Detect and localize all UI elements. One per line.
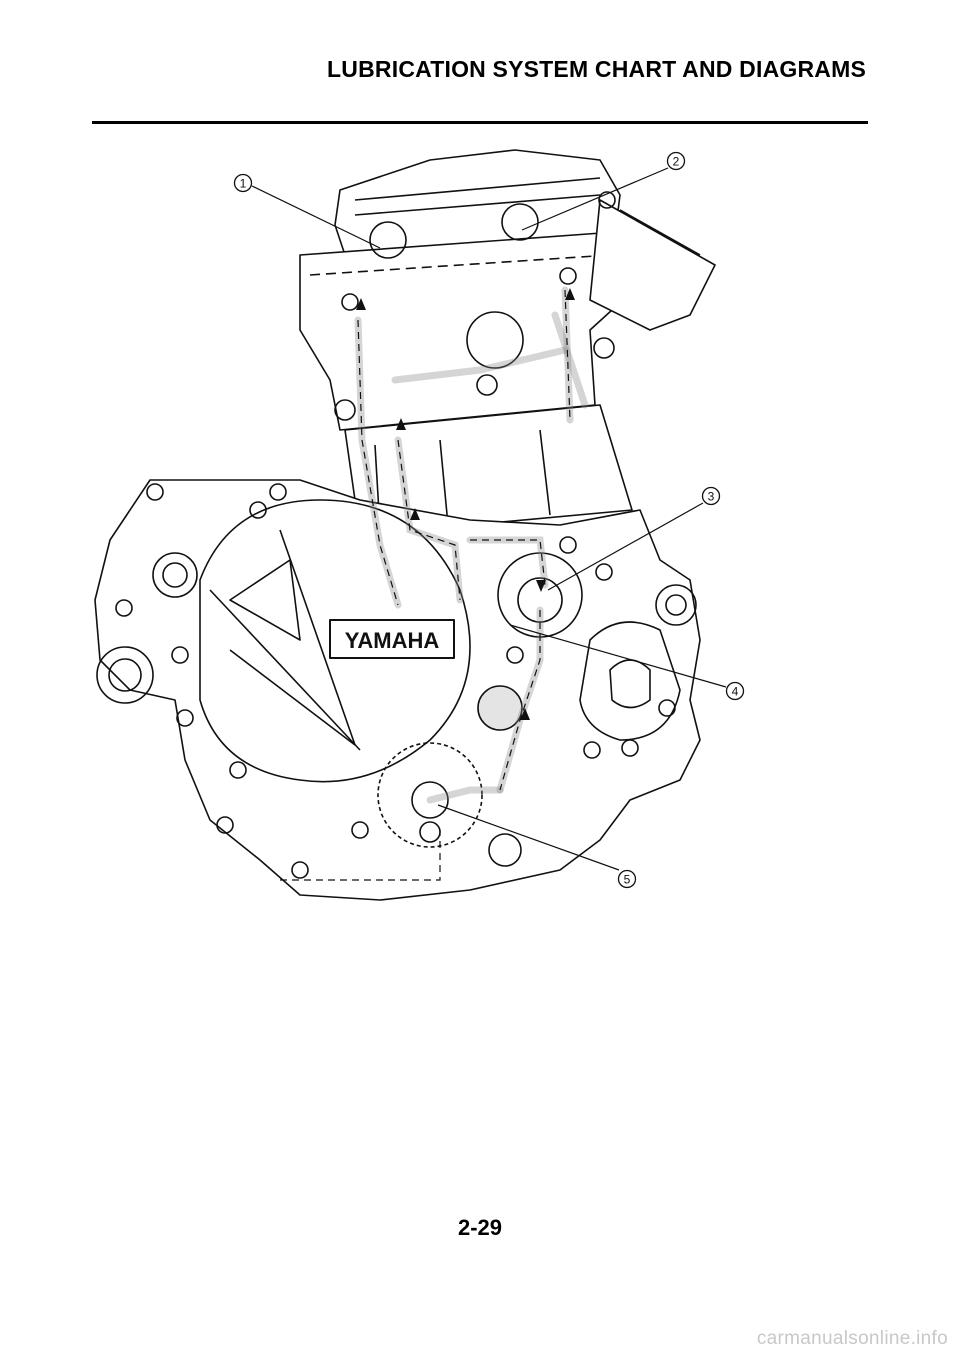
header-divider <box>92 121 868 124</box>
leader-line-1 <box>251 185 381 249</box>
cylinder-head-cover <box>334 149 621 256</box>
callout-4-label: 4 <box>732 685 739 699</box>
yamaha-logo-text: YAMAHA <box>345 628 440 653</box>
yamaha-logo-badge <box>329 619 455 659</box>
leader-line-2 <box>521 167 669 231</box>
callout-3-label: 3 <box>708 490 715 504</box>
callout-2-label: 2 <box>673 155 680 169</box>
page-number: 2-29 <box>457 1215 503 1240</box>
callout-2-circle <box>666 151 686 171</box>
leader-line-3 <box>547 502 704 591</box>
callout-5-circle <box>617 869 637 889</box>
callout-3-circle <box>701 486 721 506</box>
clutch-cover <box>199 499 471 783</box>
callout-1-circle <box>233 173 253 193</box>
callout-5-label: 5 <box>624 873 631 887</box>
callout-1-label: 1 <box>240 177 247 191</box>
page-title: LUBRICATION SYSTEM CHART AND DIAGRAMS <box>327 56 866 82</box>
intake-assembly <box>589 199 716 331</box>
leader-line-5 <box>437 804 620 871</box>
oil-pump-gear <box>377 742 483 848</box>
crankcase <box>94 479 701 901</box>
leader-line-4 <box>509 624 727 688</box>
engine-lubrication-diagram: YAMAHA <box>94 149 745 901</box>
callout-4-circle <box>725 681 745 701</box>
watermark: carmanualsonline.info <box>756 1328 948 1349</box>
